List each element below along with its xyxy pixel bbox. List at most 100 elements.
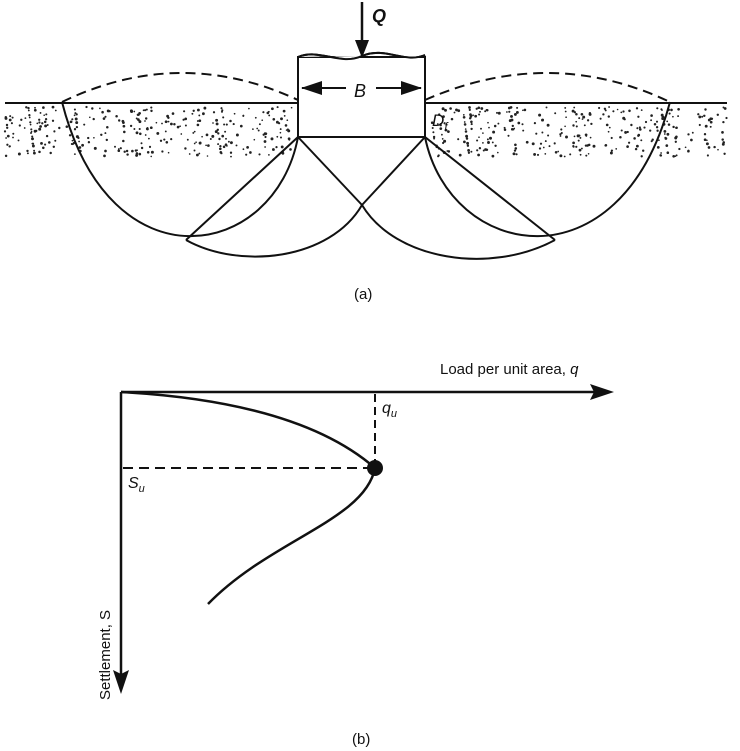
soil-dot — [89, 116, 91, 119]
soil-dot — [33, 129, 37, 133]
heave-curve-left — [61, 72, 299, 103]
spiral-arc-left — [185, 204, 363, 258]
soil-dot — [122, 139, 125, 143]
soil-dot — [39, 125, 42, 128]
soil-dot — [126, 153, 129, 156]
soil-dot — [661, 117, 665, 121]
soil-dot — [704, 124, 708, 128]
soil-dot — [135, 117, 138, 120]
log-spiral-left — [186, 137, 321, 240]
soil-dot — [723, 152, 726, 155]
soil-dot — [582, 115, 586, 119]
soil-dot — [38, 150, 41, 154]
soil-dot — [516, 106, 519, 109]
soil-dot — [75, 121, 79, 125]
spiral-arc-right — [361, 204, 556, 260]
soil-dot — [517, 121, 521, 125]
soil-dot — [572, 124, 575, 127]
soil-dot — [592, 144, 596, 148]
soil-dot — [478, 147, 482, 150]
soil-dot — [703, 114, 706, 118]
soil-dot — [117, 149, 121, 153]
soil-dot — [465, 137, 469, 140]
soil-dot — [542, 146, 545, 149]
soil-dot — [150, 106, 153, 109]
soil-dot — [457, 109, 461, 113]
soil-dot — [184, 147, 187, 150]
soil-dot — [65, 125, 69, 128]
soil-dot — [71, 118, 74, 121]
soil-dot — [554, 112, 557, 115]
soil-dot — [623, 118, 626, 121]
soil-dot — [442, 141, 445, 145]
soil-dot — [436, 123, 439, 125]
soil-dot — [447, 150, 451, 153]
soil-dot — [163, 138, 166, 141]
soil-dot — [70, 142, 73, 146]
soil-dot — [266, 111, 270, 115]
soil-dot — [432, 131, 435, 134]
soil-dot — [571, 109, 575, 113]
soil-dot — [264, 132, 268, 136]
soil-dot — [276, 106, 279, 109]
soil-dot — [484, 148, 488, 151]
soil-dot — [467, 151, 471, 154]
soil-dot — [268, 154, 270, 156]
soil-dot — [487, 121, 489, 124]
soil-dot — [482, 142, 484, 144]
soil-dot — [184, 117, 188, 121]
soil-dot — [289, 148, 292, 151]
soil-dot — [34, 106, 36, 109]
soil-dot — [93, 146, 97, 150]
soil-dot — [115, 114, 118, 118]
soil-dot — [514, 147, 518, 150]
soil-dot — [480, 107, 484, 110]
soil-dot — [664, 136, 667, 139]
soil-dot — [133, 128, 136, 130]
soil-dot — [229, 151, 233, 154]
soil-dot — [515, 110, 519, 114]
soil-dot — [541, 131, 544, 134]
soil-dot — [176, 125, 180, 129]
soil-dot — [575, 120, 578, 123]
soil-dot — [521, 123, 524, 126]
soil-dot — [215, 122, 219, 126]
soil-dot — [285, 129, 288, 131]
soil-dot — [605, 123, 609, 127]
soil-dot — [674, 140, 677, 143]
soil-dot — [650, 119, 653, 122]
soil-dot — [17, 139, 20, 142]
soil-dot — [205, 133, 209, 137]
soil-dot — [170, 138, 173, 141]
soil-dot — [707, 118, 711, 122]
soil-dot — [643, 126, 646, 129]
soil-dot — [453, 111, 456, 114]
soil-dot — [20, 118, 23, 121]
soil-dot — [478, 136, 480, 139]
soil-dot — [164, 130, 167, 133]
soil-dot — [439, 124, 442, 127]
soil-dot — [149, 126, 153, 130]
soil-dot — [31, 137, 34, 141]
soil-dot — [218, 147, 222, 151]
soil-dot — [525, 140, 529, 144]
soil-dot — [450, 117, 454, 121]
soil-dot — [129, 124, 133, 128]
soil-dot — [650, 114, 653, 117]
soil-dot — [105, 138, 109, 142]
soil-dot — [478, 113, 481, 116]
soil-dot — [254, 116, 257, 119]
soil-dot — [225, 137, 227, 140]
soil-dot — [583, 124, 586, 127]
soil-dot — [192, 109, 195, 112]
soil-dot — [640, 109, 643, 111]
soil-dot — [216, 128, 219, 131]
soil-dot — [43, 114, 45, 116]
soil-dot — [279, 128, 282, 131]
soil-dot — [145, 108, 148, 111]
soil-dot — [444, 128, 448, 132]
soil-dot — [9, 115, 12, 118]
soil-dot — [44, 124, 48, 128]
soil-dot — [572, 145, 575, 148]
soil-dot — [554, 151, 558, 154]
